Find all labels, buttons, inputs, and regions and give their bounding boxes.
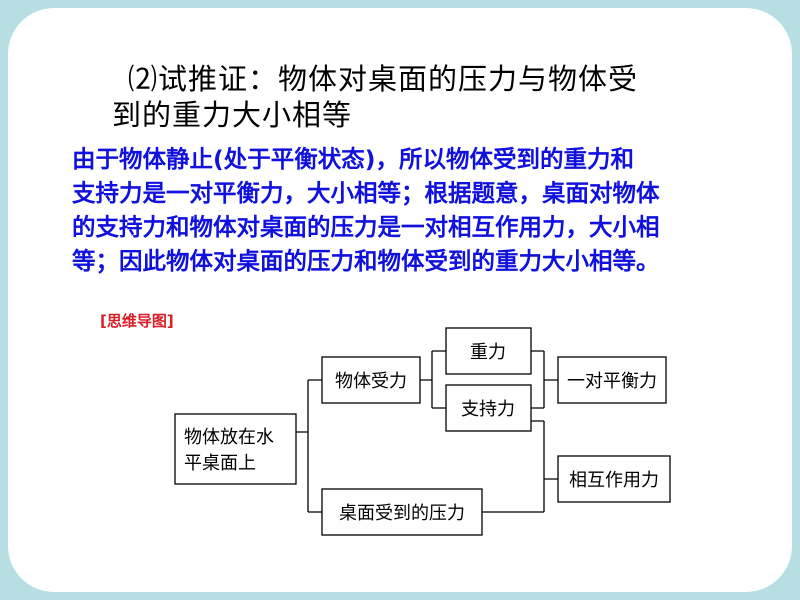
mindmap-label: [思维导图] [100,312,174,330]
title-line-1: ⑵试推证：物体对桌面的压力与物体受 [128,62,639,96]
node-force-on-object: 物体受力 [321,356,421,404]
connector-root-branches [296,379,322,513]
explanation-line-4: 等；因此物体对桌面的压力和物体受到的重力大小相等。 [72,247,660,275]
explanation-line-2: 支持力是一对平衡力，大小相等；根据题意，桌面对物体 [72,179,660,207]
node-gravity: 重力 [445,327,532,375]
node-balanced-pair: 一对平衡力 [557,356,667,404]
node-object-on-table: 物体放在水 平桌面上 [174,413,297,485]
connector-support-pressure-interaction [482,420,558,513]
connector-force-gravity-support [420,350,446,409]
node-object-on-table-line-2: 平桌面上 [184,453,256,474]
node-support-force-label: 支持力 [461,399,515,420]
explanation-line-1: 由于物体静止(处于平衡状态)，所以物体受到的重力和 [72,145,634,173]
title-line-2: 到的重力大小相等 [112,98,353,132]
node-interaction-label: 相互作用力 [569,470,659,491]
node-table-pressure-label: 桌面受到的压力 [339,503,465,524]
node-table-pressure: 桌面受到的压力 [321,488,483,536]
node-gravity-label: 重力 [470,342,506,363]
node-support-force: 支持力 [445,384,532,432]
mind-map-diagram: 物体放在水 平桌面上 物体受力 重力 支持力 一对平衡力 桌面受到的压力 相互作… [174,327,671,536]
node-balanced-pair-label: 一对平衡力 [567,371,657,392]
slide: ⑵试推证：物体对桌面的压力与物体受 到的重力大小相等 由于物体静止(处于平衡状态… [8,8,792,592]
node-interaction: 相互作用力 [557,455,671,503]
explanation-text: 由于物体静止(处于平衡状态)，所以物体受到的重力和 支持力是一对平衡力，大小相等… [72,142,752,278]
connector-gravity-support-balanced [531,350,558,409]
node-object-on-table-line-1: 物体放在水 [184,427,274,448]
node-force-on-object-label: 物体受力 [335,371,407,392]
explanation-line-3: 的支持力和物体对桌面的压力是一对相互作用力，大小相 [72,213,660,241]
